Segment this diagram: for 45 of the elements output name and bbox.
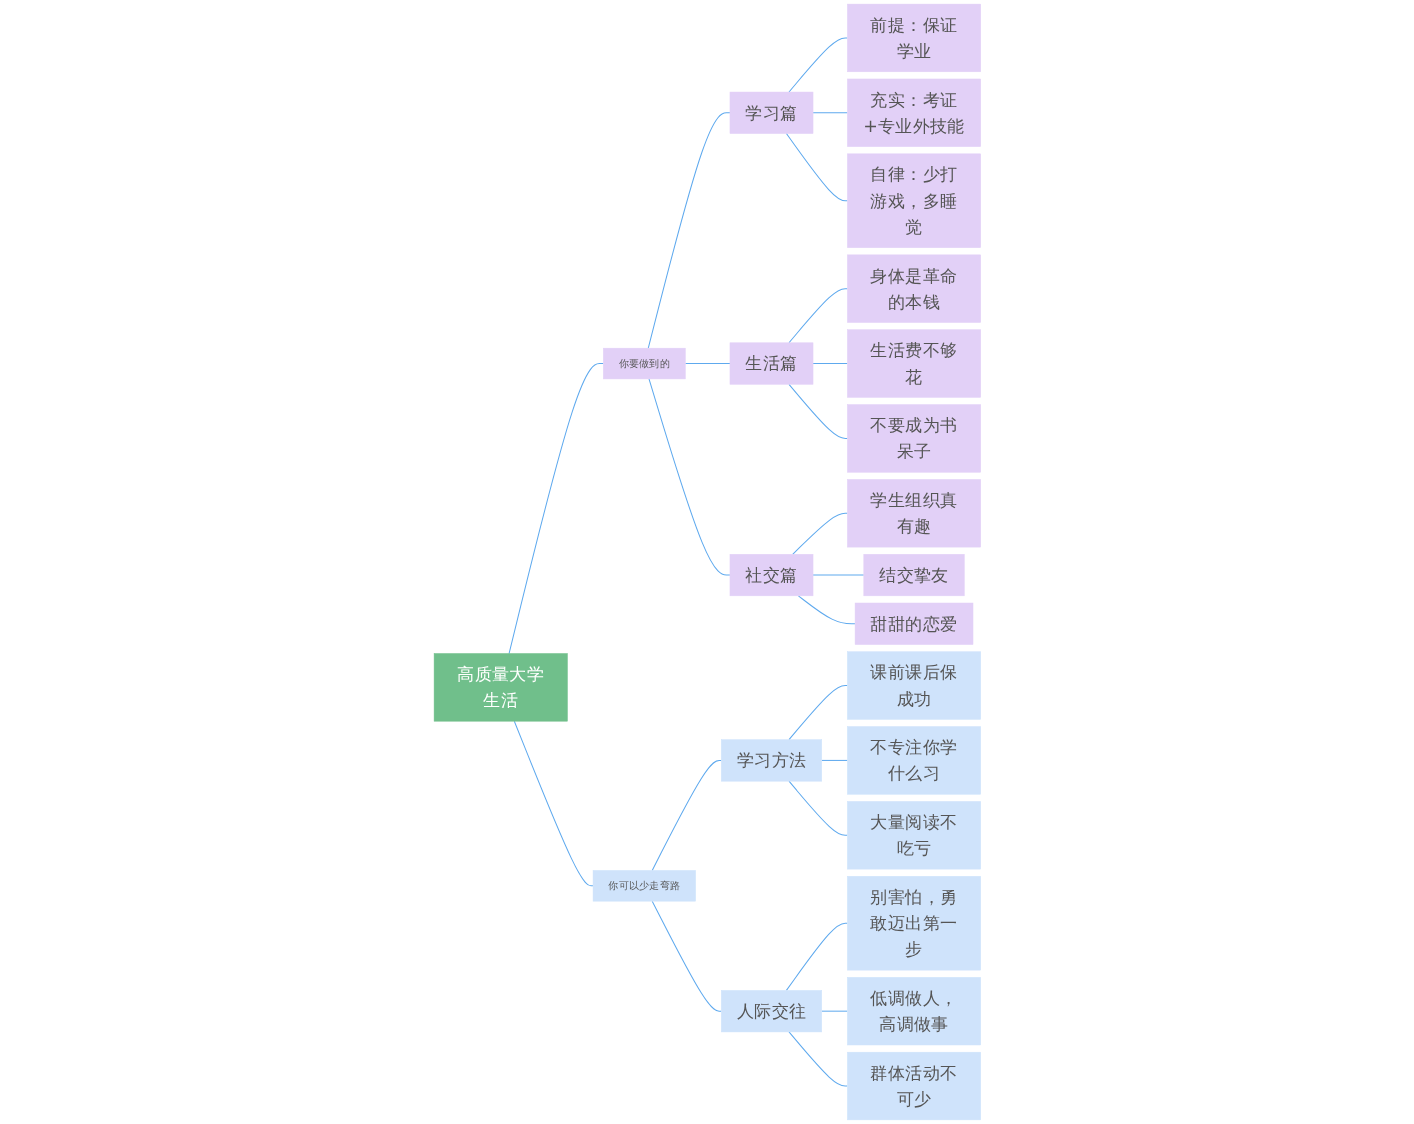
connector [785,922,848,991]
connector [812,112,848,114]
connector [785,133,848,202]
node-box: 学习篇 [729,91,813,134]
node-box: 课前课后保成功 [846,651,981,720]
node-box: 结交挚友 [863,554,965,597]
connector [788,383,848,439]
node-box: 群体活动不可少 [846,1051,981,1121]
connector [788,37,848,93]
node-box: 你可以少走弯路 [592,870,696,902]
connector [820,1010,848,1012]
connector [651,900,722,1012]
node-box: 前提：保证学业 [846,3,981,73]
connector [684,363,731,365]
connector [788,1031,848,1087]
node-box: 高质量大学生活 [433,653,568,722]
node-box: 甜甜的恋爱 [854,602,973,645]
node-box: 别害怕，勇敢迈出第一步 [846,876,981,971]
connector [820,759,848,761]
connector [788,685,848,741]
connector [647,112,731,349]
connector [791,512,848,555]
node-box: 你要做到的 [602,347,686,380]
connector [513,720,594,887]
connector [788,780,848,836]
node-box: 生活篇 [729,342,813,385]
connector [812,574,864,576]
connector [812,363,848,365]
connector [788,288,848,344]
node-box: 人际交往 [720,990,822,1033]
node-box: 不专注你学什么习 [846,726,981,795]
node-box: 生活费不够花 [846,329,981,398]
connector [651,759,722,871]
connector [797,595,856,625]
connector [508,363,604,655]
node-box: 学习方法 [720,739,822,782]
node-box: 学生组织真有趣 [846,479,981,548]
node-box: 大量阅读不吃亏 [846,801,981,870]
connector [648,378,731,576]
node-box: 充实：考证+专业外技能 [846,78,981,147]
node-box: 社交篇 [729,554,813,597]
node-box: 自律：少打游戏，多睡觉 [846,153,981,248]
node-box: 不要成为书呆子 [846,404,981,473]
node-box: 身体是革命的本钱 [846,254,981,323]
node-box: 低调做人，高调做事 [846,977,981,1046]
